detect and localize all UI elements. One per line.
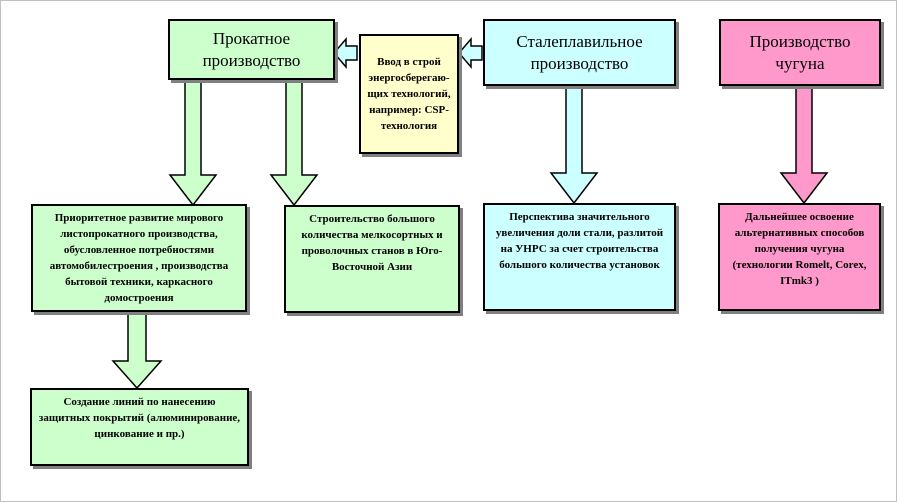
node-flat-rolled-priority-label: Приоритетное развитие мирового листопрок… [49,212,229,304]
node-steelmaking-production-label: Сталеплавильное производство [516,31,643,73]
node-flat-rolled-priority: Приоритетное развитие мирового листопрок… [31,204,247,312]
arrow-steelmaking-to-ccm-share [549,85,599,205]
node-mini-mills-asia-label: Строительство большого количества мелкос… [301,213,443,273]
arrow-rolling-to-mini-mills [269,79,319,207]
node-rolling-production-label: Прокатное производство [202,28,301,70]
node-coating-lines: Создание линий по нанесению защитных пок… [30,388,249,466]
arrow-steelmaking-to-energy [458,36,483,70]
node-coating-lines-label: Создание линий по нанесению защитных пок… [38,396,241,440]
node-pig-iron-production-label: Производство чугуна [749,31,851,73]
node-steelmaking-production: Сталеплавильное производство [483,19,676,86]
arrow-pig-iron-to-alt-iron [779,85,829,205]
node-ccm-share-growth: Перспектива значительного увеличения дол… [483,203,676,311]
node-pig-iron-production: Производство чугуна [719,19,881,86]
arrow-flat-rolled-to-coating [111,311,163,390]
node-rolling-production: Прокатное производство [168,19,335,80]
arrow-energy-to-rolling [333,36,358,70]
node-mini-mills-asia: Строительство большого количества мелкос… [284,205,460,313]
node-alternative-iron-methods-label: Дальнейшее освоение альтернативных спосо… [732,211,867,287]
node-alternative-iron-methods: Дальнейшее освоение альтернативных спосо… [718,203,881,311]
node-energy-saving-tech: Ввод в строй энергосберегаю-щих технолог… [359,34,459,154]
arrow-rolling-to-flat-rolled [168,79,218,207]
node-energy-saving-tech-label: Ввод в строй энергосберегаю-щих технолог… [367,56,451,132]
node-ccm-share-growth-label: Перспектива значительного увеличения дол… [495,211,664,271]
